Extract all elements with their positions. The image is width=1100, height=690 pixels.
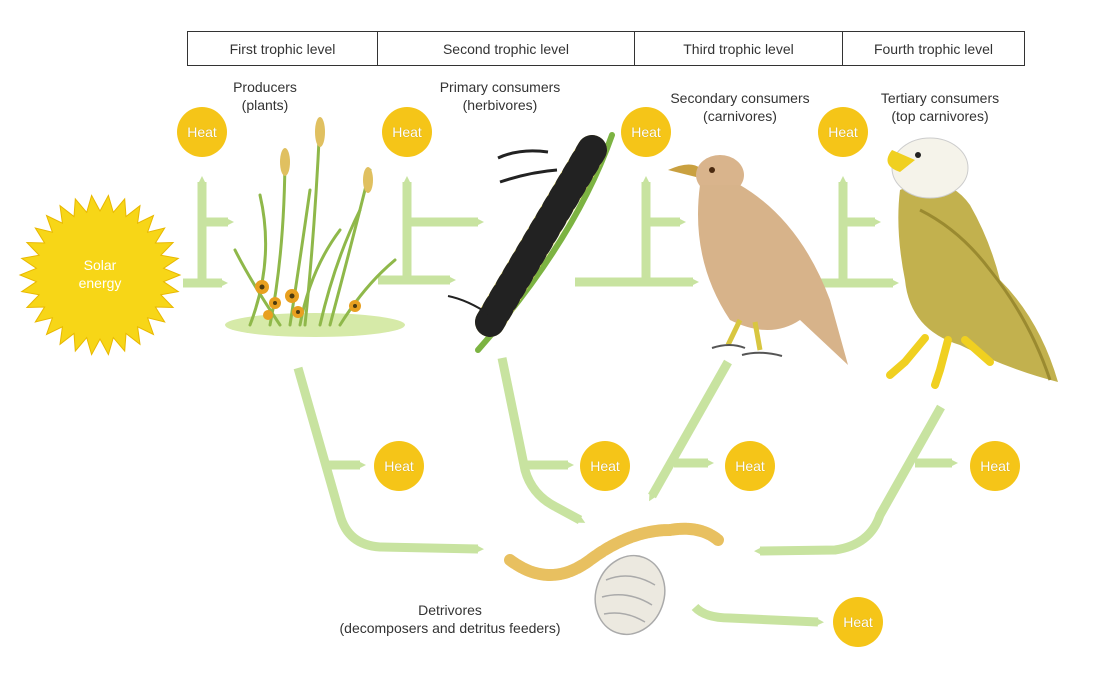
eagle-icon — [886, 137, 1058, 389]
producers-label: Producers(plants) — [233, 79, 297, 113]
detrivores-label: Detrivores(decomposers and detritus feed… — [339, 602, 561, 636]
plants-icon — [225, 117, 405, 337]
arrow-secondary-to-detrivores — [648, 359, 732, 502]
arrow-producers-to-detrivores — [293, 366, 484, 554]
header-fourth-trophic-level: Fourth trophic level — [843, 31, 1025, 66]
bird-icon — [668, 155, 848, 365]
heat-icon-tertiary-decay: Heat — [970, 441, 1020, 491]
arrow-primary-to-detrivores — [497, 357, 586, 524]
heat-icon-primary-decay: Heat — [580, 441, 630, 491]
heat-icon-detrivores: Heat — [833, 597, 883, 647]
header-third-trophic-level: Third trophic level — [635, 31, 843, 66]
heat-icon-secondary: Heat — [621, 107, 671, 157]
header-second-trophic-level: Second trophic level — [378, 31, 635, 66]
caterpillar-icon — [447, 132, 615, 353]
heat-icon-producers: Heat — [177, 107, 227, 157]
arrow-tertiary-to-detrivores — [754, 404, 945, 556]
energy-arrows — [183, 176, 958, 627]
sun-icon — [18, 194, 182, 356]
heat-icon-secondary-decay: Heat — [725, 441, 775, 491]
header-first-trophic-level: First trophic level — [187, 31, 378, 66]
heat-icon-tertiary: Heat — [818, 107, 868, 157]
heat-icon-primary: Heat — [382, 107, 432, 157]
arrow-detrivores-to-heat — [691, 603, 824, 627]
heat-icon-producers-decay: Heat — [374, 441, 424, 491]
secondary-consumers-label: Secondary consumers(carnivores) — [670, 90, 810, 124]
primary-consumers-label: Primary consumers(herbivores) — [439, 79, 561, 113]
detrivores-icon — [504, 522, 724, 636]
tertiary-consumers-label: Tertiary consumers(top carnivores) — [880, 90, 1000, 124]
